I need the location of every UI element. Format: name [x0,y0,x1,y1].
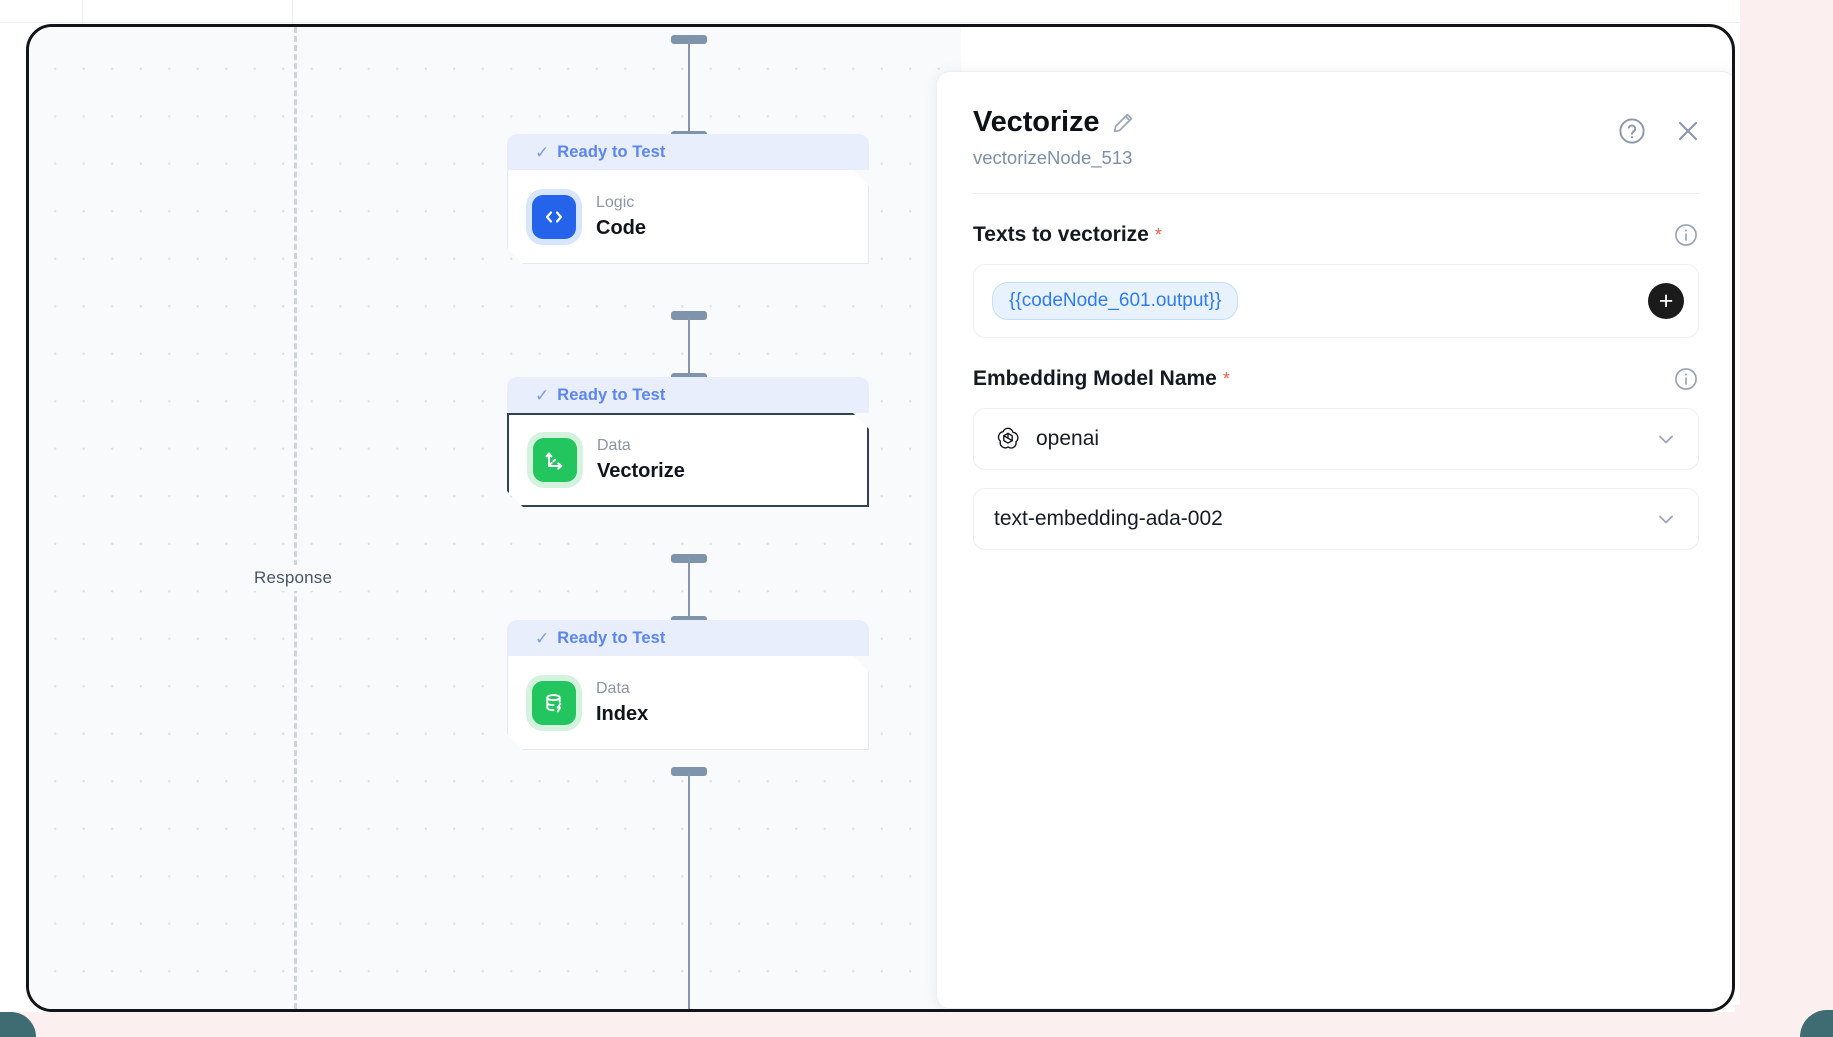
database-index-icon [532,681,576,725]
vector-axes-icon [533,438,577,482]
field-label-row-embedding: Embedding Model Name * [973,366,1699,392]
code-brackets-icon [532,195,576,239]
node-title-label: Code [596,216,646,239]
check-icon: ✓ [535,628,550,648]
info-icon[interactable] [1673,366,1699,392]
node-kind-label: Data [596,679,630,697]
node-kind-label: Logic [596,193,635,211]
add-text-button[interactable]: + [1648,283,1684,319]
required-marker: * [1222,369,1230,389]
node-title-label: Index [596,702,649,725]
field-label: Texts to vectorize [973,223,1149,246]
panel-divider [973,193,1699,194]
node-text-block: Logic Code [596,193,646,241]
field-label-row-texts: Texts to vectorize * [973,222,1699,248]
backdrop-guide-line [0,22,1833,23]
variable-token-chip[interactable]: {{codeNode_601.output}} [992,282,1239,320]
panel-body: Texts to vectorize * {{codeNode_601.outp… [937,222,1732,550]
node-connector-line [688,771,690,1009]
panel-header: Vectorize vectorizeNode_513 [937,72,1732,169]
app-frame: Response ✓ Ready to Test [26,24,1735,1012]
node-status-label: Ready to Test [557,628,666,647]
check-icon: ✓ [535,385,550,405]
response-lane-label: Response [244,565,343,591]
openai-logo-icon [994,425,1022,453]
node-text-block: Data Vectorize [597,436,685,484]
node-kind-label: Data [597,437,631,454]
flow-canvas[interactable]: Response ✓ Ready to Test [29,27,961,1009]
panel-title: Vectorize [973,106,1100,138]
embedding-provider-value: openai [1036,427,1100,450]
node-card-body[interactable]: Data Vectorize [507,413,869,507]
node-connector-line [688,558,690,620]
check-icon: ✓ [535,142,550,162]
pencil-icon[interactable] [1111,111,1135,135]
flow-node-vectorize[interactable]: ✓ Ready to Test Data Vectorize [507,377,869,507]
node-text-block: Data Index [596,679,648,727]
node-status-label: Ready to Test [557,142,666,161]
backdrop-accent-right [1740,0,1833,1037]
texts-to-vectorize-input[interactable]: {{codeNode_601.output}} + [973,264,1699,338]
flow-node-index[interactable]: ✓ Ready to Test Data Index [507,620,869,750]
close-icon[interactable] [1673,116,1703,146]
required-marker: * [1154,225,1162,245]
node-connector-line [688,315,690,377]
node-status-badge: ✓ Ready to Test [507,620,869,656]
field-label: Embedding Model Name [973,367,1217,390]
node-status-badge: ✓ Ready to Test [507,377,869,413]
embedding-provider-select[interactable]: openai [973,408,1699,470]
panel-actions [1617,116,1703,146]
node-card-body[interactable]: Data Index [507,656,869,750]
embedding-model-select[interactable]: text-embedding-ada-002 [973,488,1699,550]
embedding-model-value: text-embedding-ada-002 [994,507,1223,530]
backdrop-accent-bottom [0,1012,1833,1037]
node-status-label: Ready to Test [557,385,666,404]
chevron-down-icon[interactable] [1654,507,1678,531]
canvas-divider-dashed [294,27,297,1009]
info-icon[interactable] [1673,222,1699,248]
node-title-label: Vectorize [597,460,685,482]
node-card-body[interactable]: Logic Code [507,170,869,264]
panel-title-row: Vectorize [973,106,1695,139]
flow-node-code[interactable]: ✓ Ready to Test Logic Code [507,134,869,264]
node-status-badge: ✓ Ready to Test [507,134,869,170]
panel-subtitle: vectorizeNode_513 [973,147,1133,168]
chevron-down-icon[interactable] [1654,427,1678,451]
node-inspector-panel: Vectorize vectorizeNode_513 [936,71,1732,1009]
node-connector-line [688,39,690,137]
question-circle-icon[interactable] [1617,116,1647,146]
